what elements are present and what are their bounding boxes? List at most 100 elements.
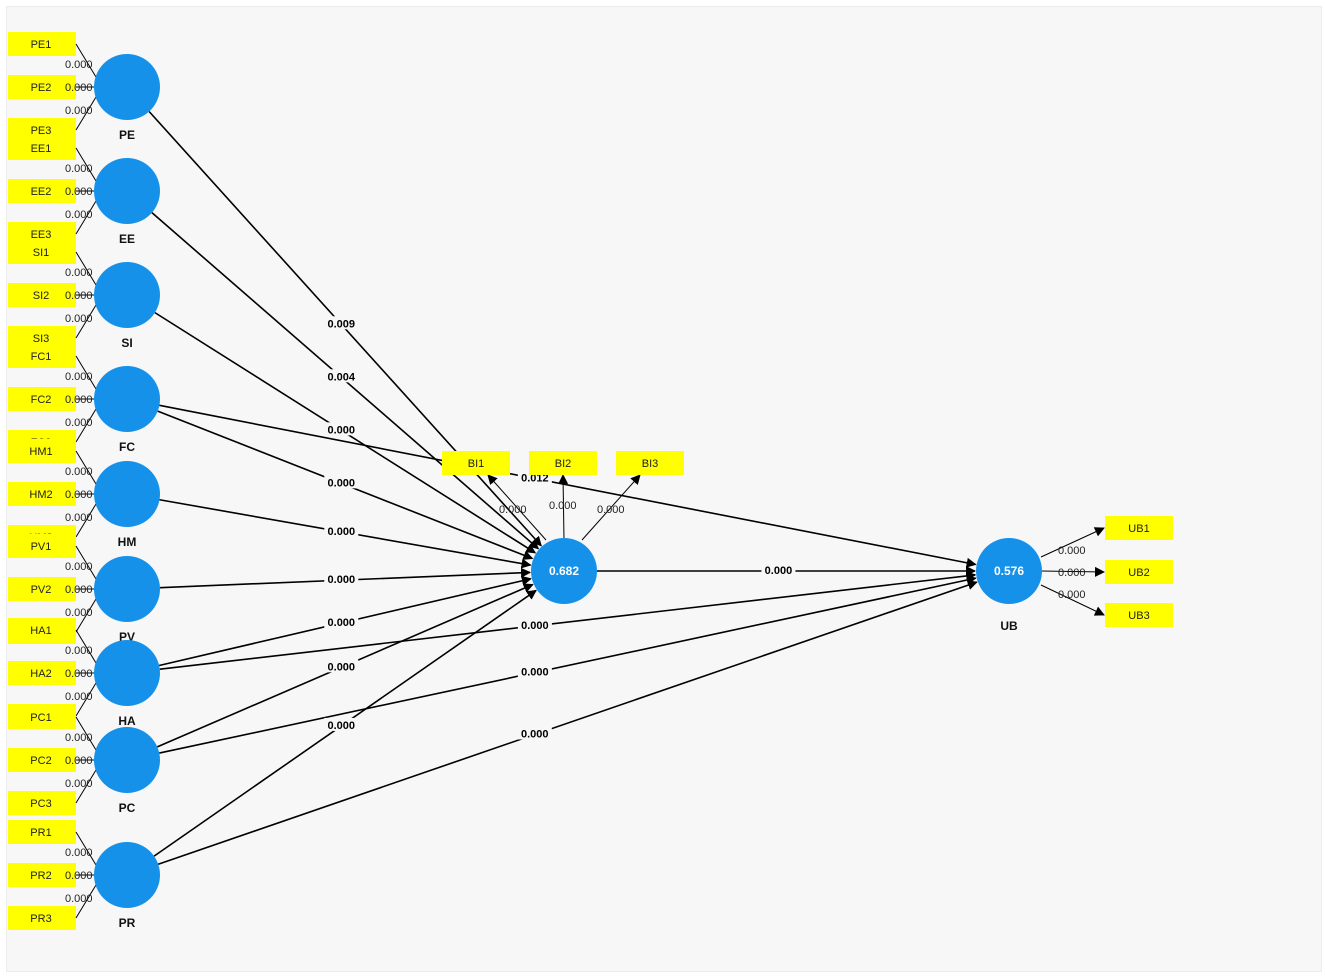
construct-circle[interactable] (94, 366, 160, 432)
construct-circle[interactable] (94, 262, 160, 328)
r-squared-value: 0.682 (549, 564, 579, 578)
indicator-box[interactable] (8, 32, 76, 56)
indicator-box[interactable] (8, 577, 76, 601)
indicator-box[interactable] (8, 387, 76, 411)
indicator-box[interactable] (8, 439, 76, 463)
path-arrow-pr-ub[interactable] (157, 580, 978, 866)
construct-circle[interactable] (94, 158, 160, 224)
indicator-box[interactable] (1105, 603, 1173, 627)
construct-circle[interactable] (94, 461, 160, 527)
indicator-box[interactable] (8, 482, 76, 506)
indicator-box[interactable] (8, 618, 76, 642)
indicator-box[interactable] (8, 179, 76, 203)
indicator-box[interactable] (616, 451, 684, 475)
path-coefficient-value: 0.000 (328, 424, 356, 436)
indicator-label: SI2 (33, 290, 50, 302)
indicator-box[interactable] (442, 451, 510, 475)
loading-line (1040, 527, 1105, 558)
construct-name: HA (118, 714, 136, 728)
loading-value: 0.000 (65, 186, 93, 198)
construct-circle[interactable] (94, 54, 160, 120)
path-arrow-pc-ub[interactable] (159, 575, 977, 754)
indicator-box[interactable] (8, 791, 76, 815)
path-coefficient-bg (324, 659, 359, 673)
indicator-box[interactable] (8, 705, 76, 729)
construct-circle[interactable] (94, 556, 160, 622)
path-arrow-ha-ub[interactable] (159, 570, 977, 671)
path-coefficient-bi-ub: 0.000 (761, 563, 796, 577)
indicator-box[interactable] (8, 661, 76, 685)
indicator-box[interactable] (8, 75, 76, 99)
construct-name: SI (121, 336, 132, 350)
loading-line (75, 598, 97, 633)
path-coefficient-ha-ub: 0.000 (517, 617, 552, 632)
path-arrow-fc-ub[interactable] (159, 404, 977, 568)
construct-circle[interactable] (531, 538, 597, 604)
indicator-box[interactable] (8, 906, 76, 930)
loading-line (558, 474, 569, 541)
indicator-box[interactable] (8, 748, 76, 772)
construct-circle[interactable] (94, 727, 160, 793)
indicator-box[interactable] (1105, 560, 1173, 584)
loading-value: 0.000 (65, 82, 93, 94)
indicator-box[interactable] (8, 283, 76, 307)
indicator-box[interactable] (8, 863, 76, 887)
indicator-box[interactable] (1105, 516, 1173, 540)
loading-line (75, 503, 97, 538)
indicator-box[interactable] (8, 820, 76, 844)
construct-circle[interactable] (976, 538, 1042, 604)
indicator-box[interactable] (8, 534, 76, 558)
path-coefficient-value: 0.000 (521, 728, 549, 740)
construct-circle[interactable] (94, 640, 160, 706)
indicator-box[interactable] (529, 451, 597, 475)
loading-value: 0.000 (549, 500, 577, 512)
indicator-box[interactable] (8, 136, 76, 160)
path-coefficient-value: 0.000 (328, 720, 356, 732)
construct-circle[interactable] (94, 842, 160, 908)
indicator-box[interactable] (8, 344, 76, 368)
construct-name: UB (1000, 619, 1018, 633)
loading-line (75, 43, 97, 78)
indicator-box[interactable] (8, 240, 76, 264)
